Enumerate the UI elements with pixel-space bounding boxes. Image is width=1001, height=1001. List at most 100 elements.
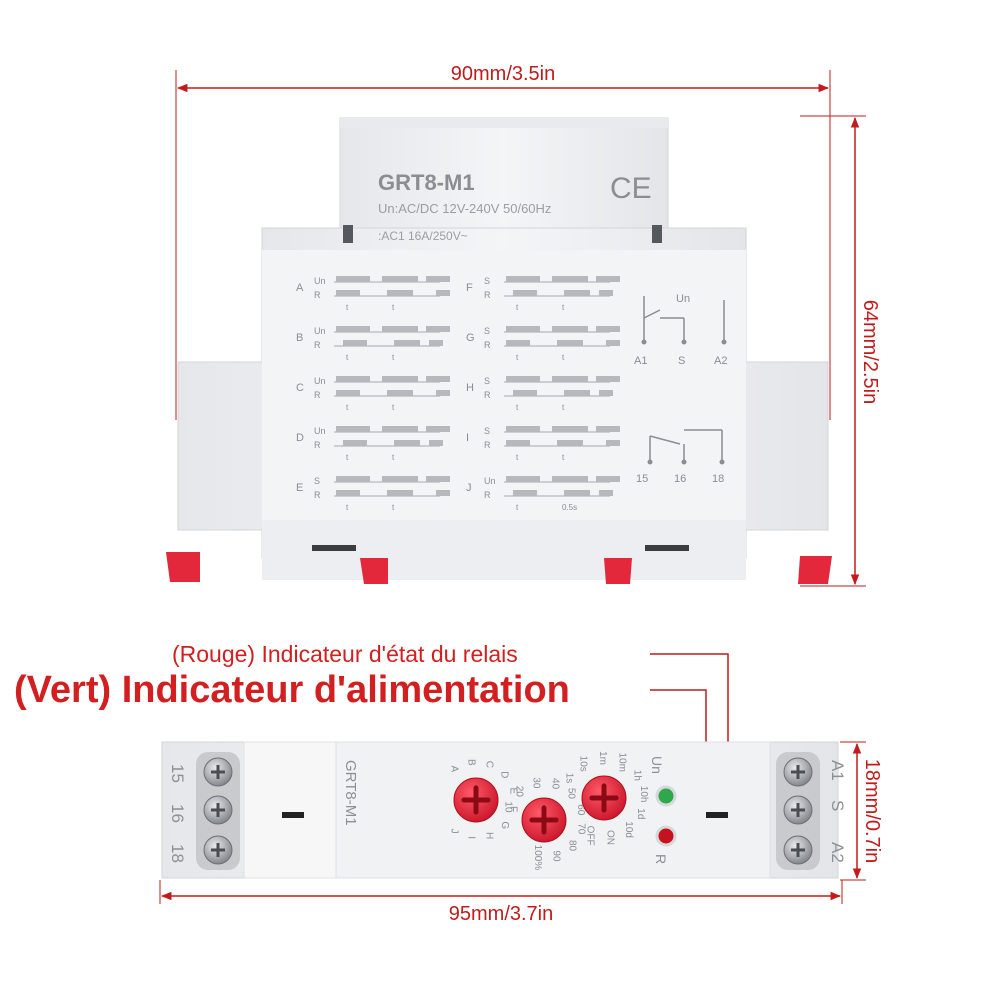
signal-pulse [426,376,450,382]
signal-label: R [484,340,491,350]
signal-label: S [484,276,490,286]
signal-pulse [506,440,530,446]
signal-pulse [564,490,590,496]
signal-pulse [506,326,540,332]
signal-pulse [606,340,620,346]
signal-pulse [426,426,450,432]
screw-slot [791,803,805,817]
signal-label: R [314,490,321,500]
signal-label: R [484,290,491,300]
time-label: t [516,503,519,512]
mode-letter: G [466,332,475,344]
range-dial-scale-label: 10d [623,821,634,838]
mode-letter: J [466,482,472,494]
signal-pulse [557,340,583,346]
terminal-screws [203,757,813,865]
mode-dial-scale-label: F [507,806,518,812]
signal-label: S [484,426,490,436]
time-label: t [392,453,395,462]
time-label: t [562,303,565,312]
mode-dial-scale-label: C [484,761,495,768]
dimension-bottom-height: 18mm/0.7in [840,741,883,881]
percent-dial-scale-label: 100% [532,845,543,871]
time-label: t [346,353,349,362]
percent-dial-scale-label: 80 [567,840,578,852]
signal-pulse [426,476,450,482]
screw-slot [211,843,225,857]
mode-letter: E [296,482,303,494]
time-label: t [516,403,519,412]
signal-pulse [343,440,367,446]
range-dial-scale-label: 1h [631,770,642,781]
signal-pulse [599,390,613,396]
mode-dial-scale-label: G [499,821,510,829]
mode-letter: H [466,382,474,394]
indicator-leds: Un R [649,756,677,864]
mode-dial-scale-label: J [449,829,460,834]
svg-text:S: S [678,355,685,367]
r-led-label: R [653,854,669,864]
signal-pulse [387,490,413,496]
svg-text:Un: Un [676,293,690,305]
dimension-top-width: 90mm/3.5in [175,63,831,420]
range-dial-knob-slot [589,783,619,813]
din-clip-left [166,552,200,582]
signal-pulse [382,476,418,482]
mode-letter: B [296,332,303,344]
svg-text:A2: A2 [828,842,847,863]
signal-pulse [436,290,450,296]
percent-dial-knob-slot [529,805,559,835]
signal-pulse [557,440,583,446]
signal-pulse [596,376,620,382]
signal-pulse [336,276,370,282]
svg-text:18: 18 [168,844,187,863]
percent-dial-scale-label: 10 [503,801,514,813]
mode-dial-scale-label: D [499,771,510,778]
mode-dial-scale-label: I [466,836,477,839]
green-indicator-callout: (Vert) Indicateur d'alimentation [14,669,570,711]
supply-label: Un:AC/DC 12V-240V 50/60Hz [378,201,551,216]
signal-pulse [506,476,540,482]
wiring-schematic [643,296,725,462]
signal-pulse [564,290,590,296]
signal-pulse [429,440,443,446]
signal-pulse [336,390,360,396]
range-dial-scale-label: OFF [585,826,596,846]
svg-text:15: 15 [168,764,187,783]
schematic-labels: Un A1 S A2 15 16 18 [634,293,727,485]
signal-label: S [484,376,490,386]
front-terminal-labels: 15 16 18 A1 S A2 GRT8-M1 [168,760,847,863]
relay-top-housing [166,117,832,584]
signal-pulse [394,440,420,446]
signal-pulse [394,340,420,346]
percent-dial-scale-label: 30 [530,777,541,789]
time-label: t [346,503,349,512]
time-label: t [516,303,519,312]
range-dial-scale-label: 10h [638,786,649,803]
signal-pulse [336,290,360,296]
time-label: t [562,403,565,412]
signal-pulse [599,490,613,496]
svg-text:16: 16 [168,804,187,823]
percent-dial-scale-label: 20 [513,786,524,798]
signal-pulse [552,326,588,332]
svg-text:16: 16 [674,473,686,485]
signal-pulse [426,326,450,332]
signal-pulse [596,276,620,282]
un-led-label: Un [649,756,665,774]
time-label: 0.5s [562,503,577,512]
signal-pulse [382,326,418,332]
range-dial-scale-label: 10m [616,753,627,772]
time-label: t [346,303,349,312]
signal-label: S [314,476,320,486]
signal-pulse [564,390,590,396]
range-dial-scale-label: 1s [564,773,575,784]
signal-pulse [596,326,620,332]
signal-label: R [314,390,321,400]
dimension-top-height-label: 64mm/2.5in [859,300,881,405]
time-label: t [562,353,565,362]
percent-dial-scale-label: 40 [549,778,560,790]
range-dial-scale-label: 10s [578,756,589,772]
range-dial-scale-label: ON [605,830,616,845]
signal-pulse [506,426,540,432]
